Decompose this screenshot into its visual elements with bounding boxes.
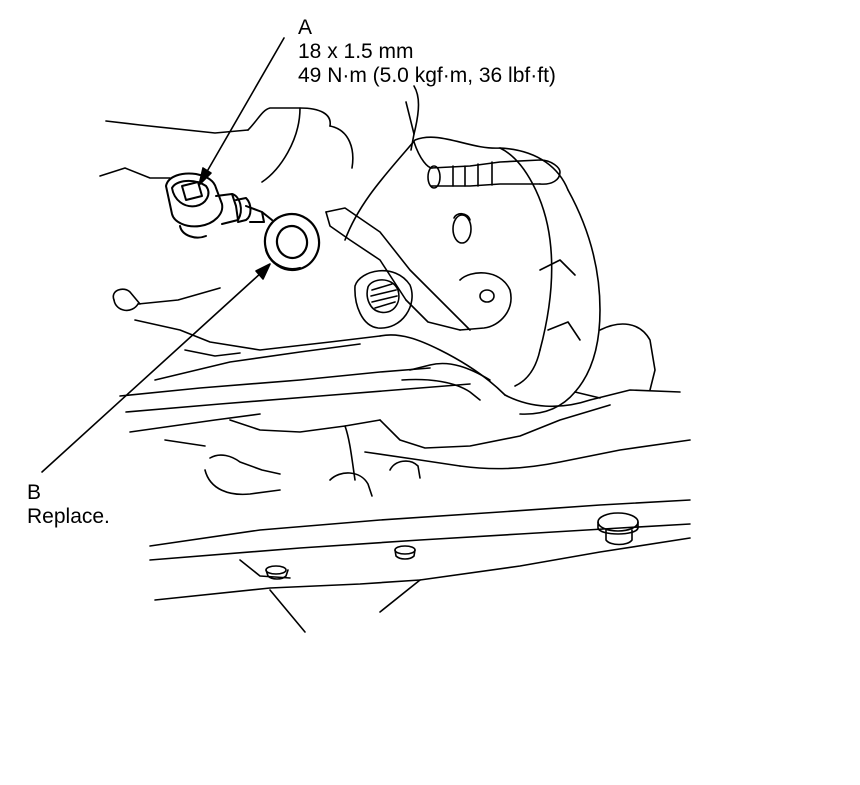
callout-b-note: Replace. (27, 505, 110, 528)
callout-a-letter: A (298, 16, 313, 39)
leader-line-a (198, 37, 285, 186)
leader-line-b (41, 263, 271, 473)
transmission-housing (99, 85, 691, 633)
sealing-washer (263, 212, 321, 272)
callout-b: B Replace. (27, 481, 110, 529)
banjo-bolt (165, 172, 273, 239)
callout-a: A 18 x 1.5 mm 49 N·m (5.0 kgf·m, 36 lbf·… (298, 16, 556, 88)
callout-a-torque: 49 N·m (5.0 kgf·m, 36 lbf·ft) (298, 64, 556, 87)
callout-b-letter: B (27, 481, 42, 504)
callout-a-size: 18 x 1.5 mm (298, 40, 414, 63)
